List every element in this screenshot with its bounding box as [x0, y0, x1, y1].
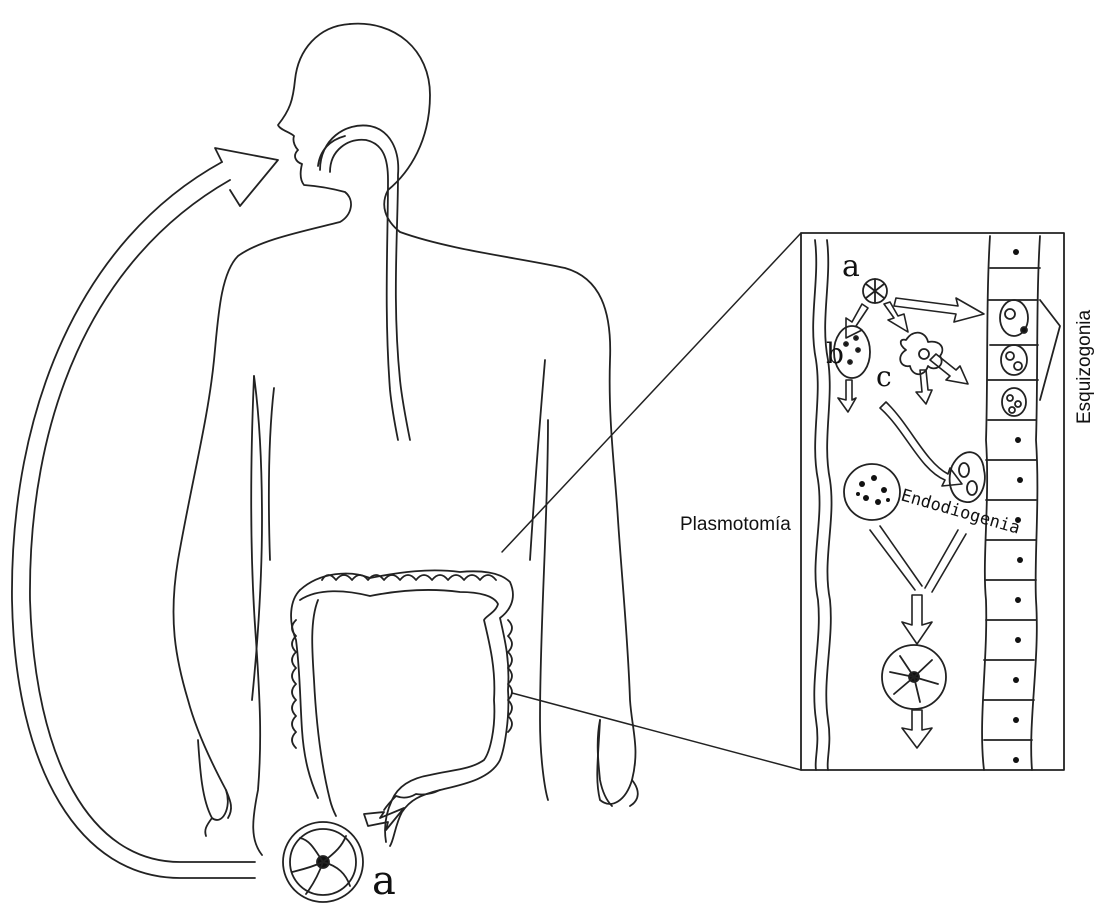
return-arrow: [12, 148, 278, 878]
trophozoite-a: [863, 279, 887, 303]
cyst-icon: [283, 822, 363, 902]
inset-label-a: a: [842, 249, 860, 284]
large-intestine: [291, 570, 513, 846]
inset-label-b: b: [826, 337, 844, 370]
plasmotomia-label: Plasmotomía: [680, 514, 791, 535]
human-body-outline: [173, 24, 637, 855]
inset-cyst-icon: [882, 645, 946, 709]
esquizogonia-label: Esquizogonia: [1074, 309, 1095, 424]
cyst-label: a: [372, 858, 396, 904]
esophagus: [318, 125, 410, 440]
inset-label-c: c: [876, 360, 892, 393]
plasmotomy-cell: [844, 464, 900, 520]
endodyogeny-cell: [950, 452, 985, 502]
endodiogenia-label: Endodiogenia: [899, 486, 1023, 539]
